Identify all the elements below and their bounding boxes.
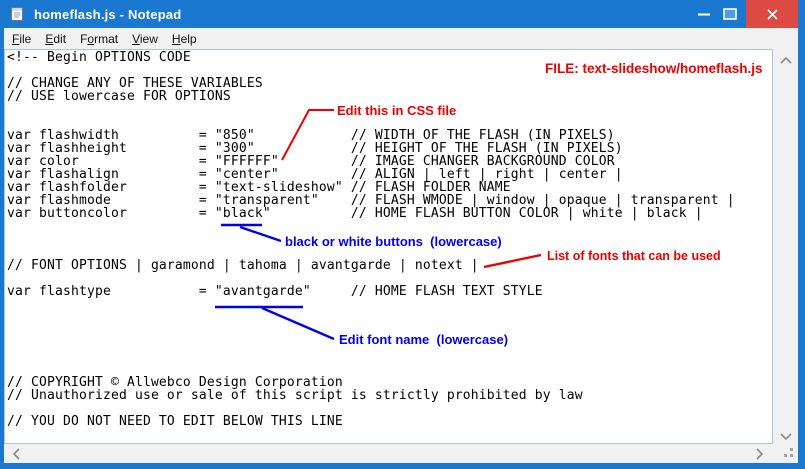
close-icon: [766, 8, 778, 20]
maximize-button[interactable]: [714, 0, 746, 28]
menu-item-help[interactable]: Help: [171, 31, 197, 46]
horizontal-scrollbar[interactable]: [4, 446, 774, 463]
menu-item-edit[interactable]: Edit: [45, 31, 67, 46]
minimize-button[interactable]: [688, 0, 720, 28]
menu-item-format[interactable]: Format: [80, 31, 119, 46]
chevron-down-icon: [780, 432, 792, 440]
text-editor[interactable]: <!-- Begin OPTIONS CODE // CHANGE ANY OF…: [4, 49, 773, 444]
menu-item-file[interactable]: File: [12, 31, 32, 46]
scroll-right-button[interactable]: [750, 447, 768, 461]
resize-grip[interactable]: [778, 446, 798, 463]
vertical-scrollbar[interactable]: [774, 49, 798, 463]
menu-item-view[interactable]: View: [132, 31, 158, 46]
maximize-icon: [723, 8, 737, 20]
window-title: homeflash.js - Notepad: [34, 6, 182, 22]
code-content: <!-- Begin OPTIONS CODE // CHANGE ANY OF…: [7, 50, 735, 429]
grip-dot: [784, 454, 787, 457]
minimize-icon: [698, 13, 710, 16]
scroll-up-button[interactable]: [777, 53, 795, 67]
chevron-left-icon: [12, 448, 20, 460]
client-area: <!-- Begin OPTIONS CODE // CHANGE ANY OF…: [4, 49, 798, 463]
chevron-up-icon: [780, 56, 792, 64]
scroll-left-button[interactable]: [7, 447, 25, 461]
grip-dot: [790, 454, 793, 457]
notepad-icon: [9, 6, 25, 22]
grip-dot: [790, 448, 793, 451]
close-button[interactable]: [746, 0, 798, 28]
scroll-down-button[interactable]: [777, 429, 795, 443]
title-bar[interactable]: homeflash.js - Notepad: [0, 0, 805, 28]
chevron-right-icon: [755, 448, 763, 460]
menu-bar: File Edit Format View Help: [4, 28, 798, 49]
